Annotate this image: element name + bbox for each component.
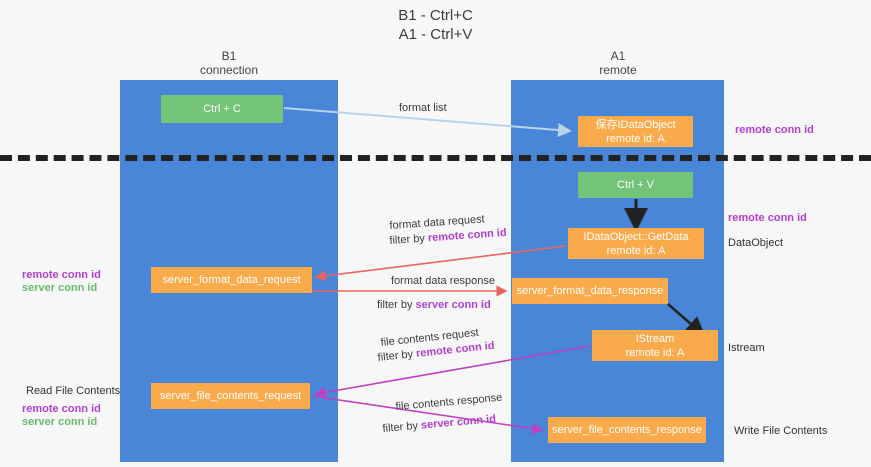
column-header-a1: A1 remote <box>538 49 698 77</box>
node-ctrl-c[interactable]: Ctrl + C <box>161 95 283 123</box>
node-server-file-contents-response-label: server_file_contents_response <box>552 424 702 436</box>
annotation-right-remote-conn-id-mid: remote conn id <box>728 212 807 224</box>
annotation-left-server-conn-id-mid: server conn id <box>22 282 98 294</box>
column-header-b1-sub: connection <box>199 63 259 77</box>
node-save-idataobject[interactable]: 保存IDataObject remote id: A <box>578 116 693 147</box>
node-ctrl-v-label: Ctrl + V <box>617 179 654 191</box>
node-server-format-data-response-label: server_format_data_response <box>516 285 664 297</box>
annotation-left-remote-conn-id-mid: remote conn id <box>22 269 101 281</box>
node-server-format-data-request-label: server_format_data_request <box>162 274 301 286</box>
node-istream[interactable]: IStream remote id: A <box>592 330 718 361</box>
node-istream-line2: remote id: A <box>625 346 685 359</box>
filter-key-server-conn-id-1: server conn id <box>415 299 491 311</box>
page-title: B1 - Ctrl+C A1 - Ctrl+V <box>0 6 871 44</box>
node-server-file-contents-request[interactable]: server_file_contents_request <box>151 383 310 409</box>
filter-key-remote-conn-id-1: remote conn id <box>427 226 507 245</box>
node-save-idataobject-line2: remote id: A <box>606 132 665 145</box>
edge-label-file-contents-response: file contents response <box>395 391 503 413</box>
annotation-right-write-file-contents: Write File Contents <box>734 425 828 437</box>
node-server-format-data-request[interactable]: server_format_data_request <box>151 267 312 293</box>
node-idataobject-getdata-line1: IDataObject::GetData <box>583 230 689 243</box>
node-ctrl-c-label: Ctrl + C <box>203 103 241 115</box>
filter-key-server-conn-id-2: server conn id <box>420 413 497 432</box>
node-server-file-contents-request-label: server_file_contents_request <box>159 390 302 402</box>
node-server-file-contents-response[interactable]: server_file_contents_response <box>548 417 706 443</box>
node-idataobject-getdata[interactable]: IDataObject::GetData remote id: A <box>568 228 704 259</box>
annotation-left-remote-conn-id-bottom: remote conn id <box>22 403 101 415</box>
edge-label-file-contents-response-filter: filter by server conn id <box>382 412 497 436</box>
annotation-left-read-file-contents: Read File Contents <box>26 385 121 397</box>
annotation-right-remote-conn-id-top: remote conn id <box>735 124 814 136</box>
node-save-idataobject-line1: 保存IDataObject <box>595 118 676 131</box>
edge-label-format-data-response: format data response <box>391 275 495 287</box>
node-server-format-data-response[interactable]: server_format_data_response <box>512 278 668 304</box>
column-header-b1-name: B1 <box>221 49 237 63</box>
filter-prefix-3: filter by <box>377 347 417 364</box>
edge-label-format-list: format list <box>399 102 447 114</box>
column-header-a1-sub: remote <box>599 63 637 77</box>
annotation-right-dataobject: DataObject <box>728 237 784 249</box>
annotation-right-istream: Istream <box>728 342 765 354</box>
filter-prefix-4: filter by <box>382 419 422 435</box>
annotation-left-server-conn-id-bottom: server conn id <box>22 416 98 428</box>
page-title-line2: A1 - Ctrl+V <box>398 26 473 43</box>
node-istream-line1: IStream <box>635 332 675 345</box>
column-header-a1-name: A1 <box>610 49 626 63</box>
edge-label-format-data-response-filter: filter by server conn id <box>377 298 491 312</box>
node-idataobject-getdata-line2: remote id: A <box>606 244 666 257</box>
filter-prefix-2: filter by <box>377 299 416 311</box>
node-ctrl-v[interactable]: Ctrl + V <box>578 172 693 198</box>
section-divider <box>0 155 871 161</box>
filter-prefix-1: filter by <box>389 232 429 247</box>
column-header-b1: B1 connection <box>149 49 309 77</box>
page-title-line1: B1 - Ctrl+C <box>398 7 473 24</box>
